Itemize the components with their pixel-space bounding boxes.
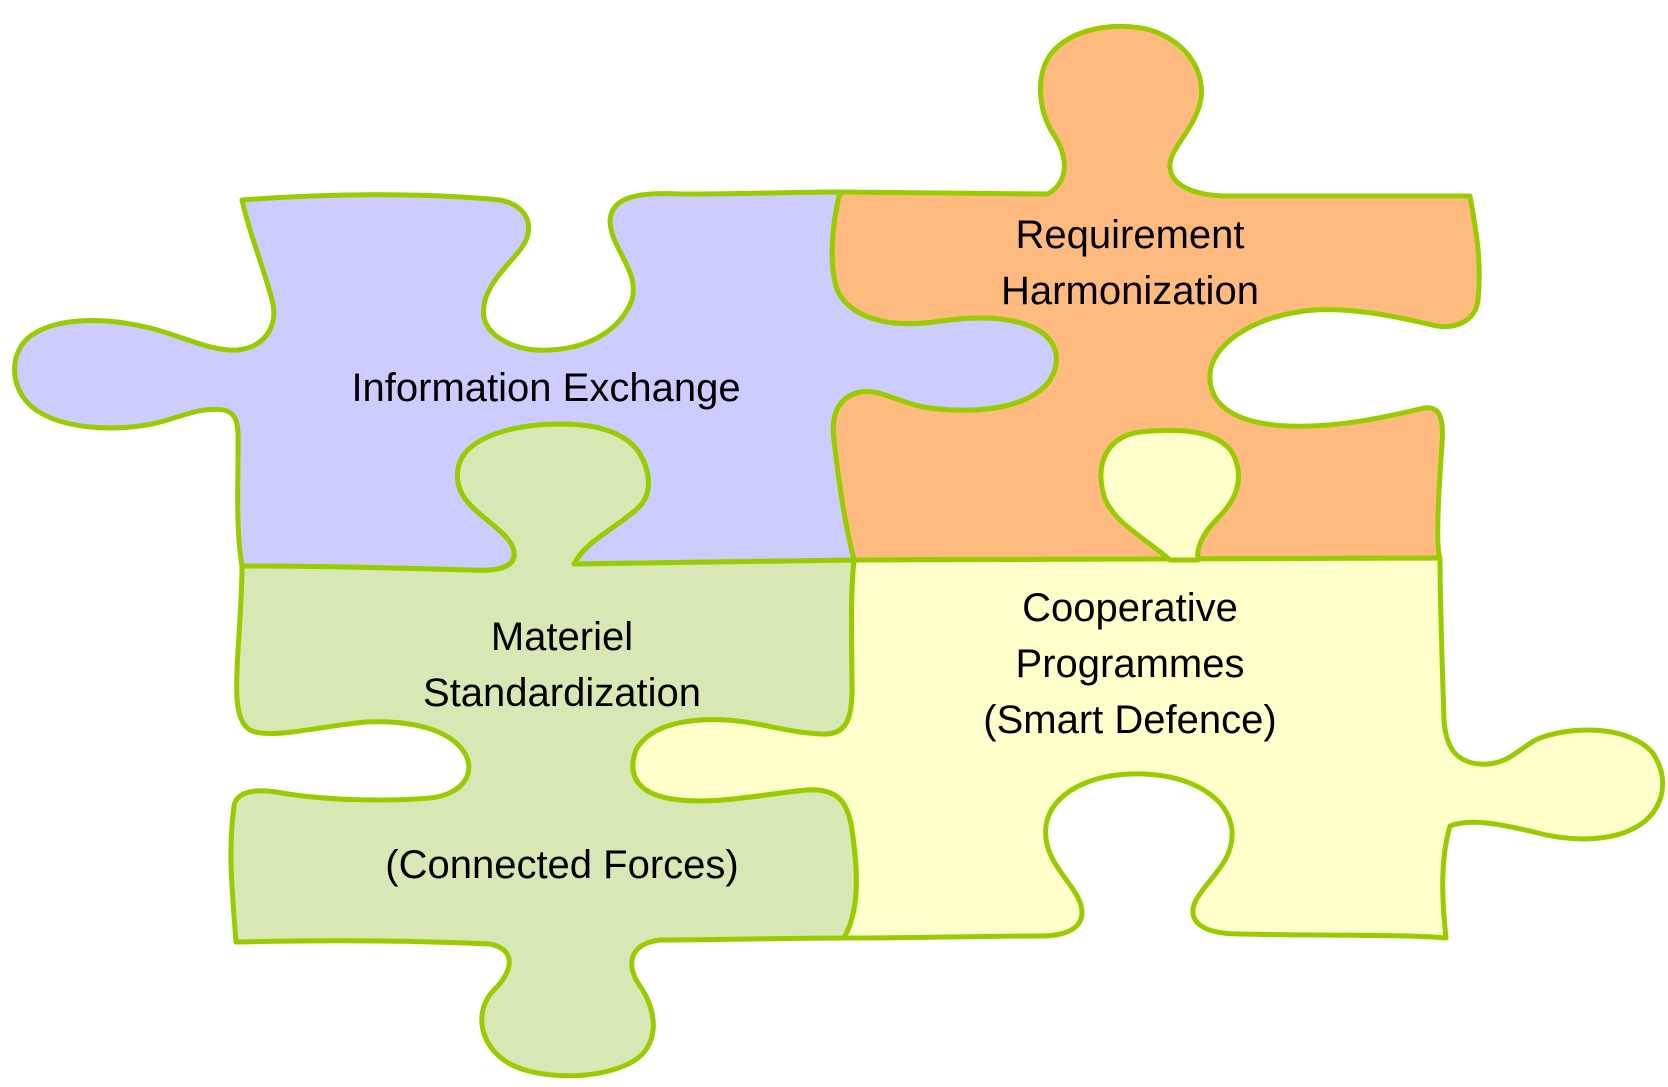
connected-forces-label: (Connected Forces) [385,843,738,887]
cooperative-programmes-label-line1: Cooperative [1022,586,1238,630]
cooperative-programmes-piece [630,555,1666,941]
materiel-standardization-label-line2: Standardization [423,671,701,715]
cooperative-programmes-label-line2: Programmes [1016,642,1245,686]
cooperative-programmes-knob [1098,427,1242,563]
requirement-harmonization-label-line2: Harmonization [1001,269,1259,313]
information-exchange-label: Information Exchange [351,366,740,410]
cooperative-programmes-label-line3: (Smart Defence) [983,698,1276,742]
requirement-harmonization-label-line1: Requirement [1015,213,1244,257]
materiel-standardization-label-line1: Materiel [491,615,633,659]
